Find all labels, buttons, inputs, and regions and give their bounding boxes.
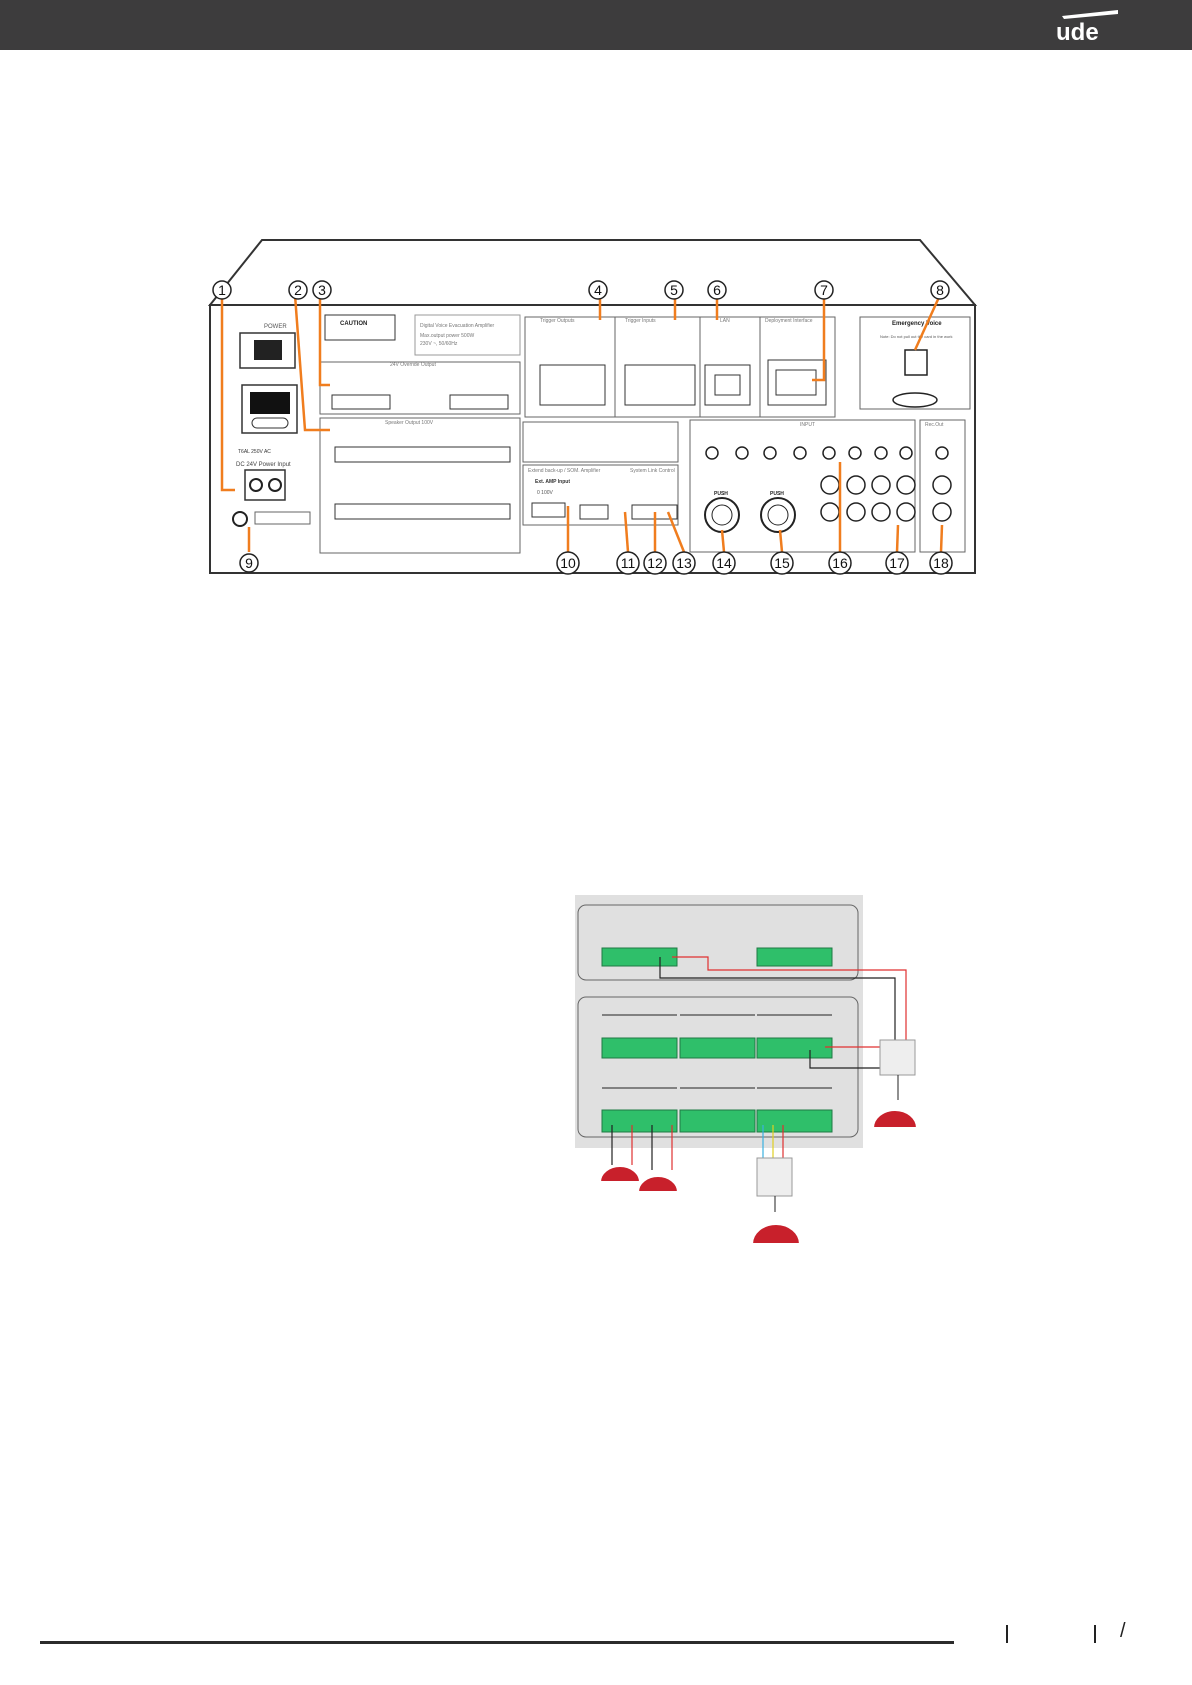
voltage-label: 230V ~, 50/60Hz — [420, 341, 458, 347]
callout-14: 14 — [716, 555, 732, 571]
power-label: POWER — [264, 324, 287, 330]
device-title: Digital Voice Evacuation Amplifier — [420, 323, 495, 329]
callout-1: 1 — [218, 282, 226, 298]
max-power-label: Max.output power 500W — [420, 333, 474, 339]
caution-label: CAUTION — [340, 321, 367, 327]
footer-divider — [40, 1641, 954, 1644]
emergency-label: Emergency Voice — [892, 321, 942, 327]
callout-3: 3 — [318, 282, 326, 298]
callout-13: 13 — [676, 555, 692, 571]
trigger-outputs-label: Trigger Outputs — [540, 318, 575, 324]
push-label-1: PUSH — [714, 491, 728, 497]
callout-9: 9 — [245, 555, 253, 571]
volume-controller — [756, 1157, 793, 1197]
ceiling-speaker — [598, 1165, 642, 1183]
callout-15: 15 — [774, 555, 790, 571]
footer-separator — [1006, 1625, 1008, 1643]
callout-2: 2 — [294, 282, 302, 298]
sd-card-slot — [904, 349, 928, 376]
wiring-diagram — [575, 895, 919, 1245]
rec-out-label: Rec.Out — [925, 422, 944, 428]
ground-screw — [232, 511, 248, 527]
fuse-label: T6AL 250V AC — [238, 449, 271, 455]
callout-7: 7 — [820, 282, 828, 298]
callout-10: 10 — [560, 555, 576, 571]
push-label-2: PUSH — [770, 491, 784, 497]
brand-logo: ude — [1056, 10, 1118, 44]
deployment-label: Deployment Interface — [765, 318, 813, 324]
callout-17: 17 — [889, 555, 905, 571]
speaker-output-label: Speaker Output 100V — [385, 420, 434, 426]
callout-6: 6 — [713, 282, 721, 298]
callout-5: 5 — [670, 282, 678, 298]
callout-4: 4 — [594, 282, 602, 298]
ceiling-speaker — [871, 1109, 919, 1129]
svg-text:ude: ude — [1056, 19, 1099, 44]
header-bar: ude — [0, 0, 1192, 50]
ceiling-speaker — [750, 1223, 802, 1245]
footer-separator — [1094, 1625, 1096, 1643]
footer-slash: / — [1120, 1620, 1126, 1642]
input-label: INPUT — [800, 422, 815, 428]
system-link-label: System Link Control — [630, 468, 675, 474]
callout-18: 18 — [933, 555, 949, 571]
callout-12: 12 — [647, 555, 663, 571]
trigger-inputs-label: Trigger Inputs — [625, 318, 656, 324]
callout-11: 11 — [621, 555, 636, 571]
override-label: 24V Override Output — [390, 362, 436, 368]
power-switch-rocker — [254, 340, 282, 360]
lan-label: LAN — [720, 318, 730, 324]
ext-amp-label: Ext. AMP Input — [535, 479, 570, 485]
volume-controller — [879, 1039, 916, 1076]
backup-label: Extend back-up / SOM. Amplifier — [528, 468, 601, 474]
callout-8: 8 — [936, 282, 944, 298]
ceiling-speaker — [636, 1175, 680, 1193]
emergency-note: Note: Do not pull out the card in the wo… — [880, 334, 952, 339]
ext-amp-voltage: 0 100V — [537, 490, 554, 496]
callout-16: 16 — [832, 555, 848, 571]
dc-power-label: DC 24V Power Input — [236, 462, 291, 468]
